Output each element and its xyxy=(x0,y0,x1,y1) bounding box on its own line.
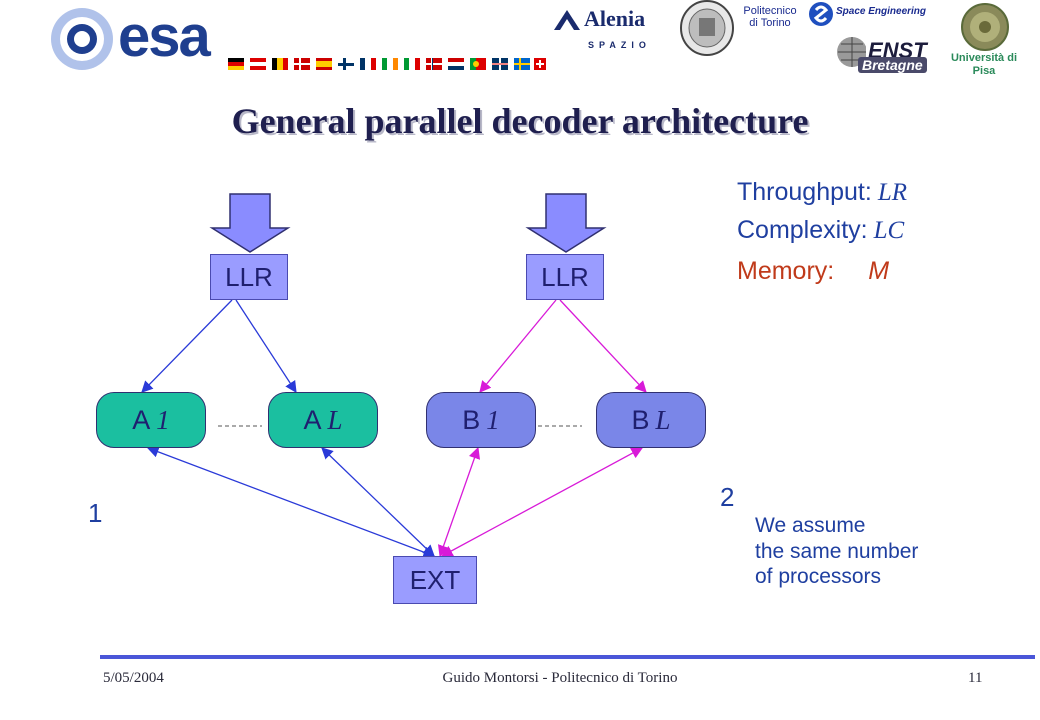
note-line: the same number xyxy=(755,539,919,563)
polito-seal-icon xyxy=(680,0,734,56)
complexity-value: LC xyxy=(873,217,905,244)
edge-llr-aL xyxy=(235,299,297,393)
ext-box: EXT xyxy=(393,556,477,604)
processor-a-first-index: 1 xyxy=(156,404,170,435)
complexity-label: Complexity: xyxy=(737,216,868,244)
llr-left-box: LLR xyxy=(210,254,288,300)
footer-page-number: 11 xyxy=(968,670,983,686)
flags-strip-icon xyxy=(228,58,546,70)
processor-a-first-name: A xyxy=(132,404,151,435)
processor-b-last-index: L xyxy=(655,404,671,435)
footer-divider xyxy=(100,655,1035,659)
throughput-row: Throughput:LR xyxy=(737,178,907,207)
processor-b-last-name: B xyxy=(631,404,650,435)
memory-value: M xyxy=(868,257,890,285)
space-engineering-logo-text: Space Engineering xyxy=(836,6,927,17)
memory-row: Memory: M xyxy=(737,257,889,286)
alenia-mark-icon xyxy=(554,10,580,30)
label-2: 2 xyxy=(720,482,735,512)
space-engineering-logo-icon xyxy=(809,2,833,26)
edge-ext-a1 xyxy=(146,446,436,558)
edge-ext-aL xyxy=(321,447,435,557)
alenia-logo-text: Alenia xyxy=(584,6,646,31)
pisa-seal-icon xyxy=(961,3,1009,51)
edge-ext-bL xyxy=(440,447,644,557)
throughput-value: LR xyxy=(877,179,908,206)
memory-label: Memory: xyxy=(737,257,835,285)
footer-date: 5/05/2004 xyxy=(103,670,164,686)
complexity-row: Complexity:LC xyxy=(737,216,904,245)
assumption-note: We assume the same number of processors xyxy=(755,513,918,590)
edge-llr-a1 xyxy=(141,299,233,393)
pisa-logo-text: Università di Pisa xyxy=(950,52,1018,77)
alenia-sub-text: SPAZIO xyxy=(588,40,651,50)
note-line: of processors xyxy=(755,565,882,589)
input-arrow-right-icon xyxy=(525,193,607,253)
throughput-label: Throughput: xyxy=(737,178,872,206)
slide-title: General parallel decoder architecture xyxy=(231,101,809,141)
label-1: 1 xyxy=(88,498,103,528)
polito-logo-text: Politecnico di Torino xyxy=(743,5,797,29)
processor-a-last-name: A xyxy=(303,404,322,435)
footer-author: Guido Montorsi - Politecnico di Torino xyxy=(442,670,678,686)
edge-llr-bL xyxy=(559,299,647,393)
processor-b-first-name: B xyxy=(462,404,481,435)
esa-logo-text: esa xyxy=(118,4,211,69)
processor-a-last-index: L xyxy=(327,404,343,435)
llr-right-box: LLR xyxy=(526,254,604,300)
input-arrow-left-icon xyxy=(209,193,291,253)
esa-globe-icon xyxy=(51,8,113,70)
bretagne-logo-text: Bretagne xyxy=(858,57,927,73)
edge-llr-b1 xyxy=(479,299,557,393)
processor-b-first-index: 1 xyxy=(486,404,500,435)
note-line: We assume xyxy=(755,514,866,537)
